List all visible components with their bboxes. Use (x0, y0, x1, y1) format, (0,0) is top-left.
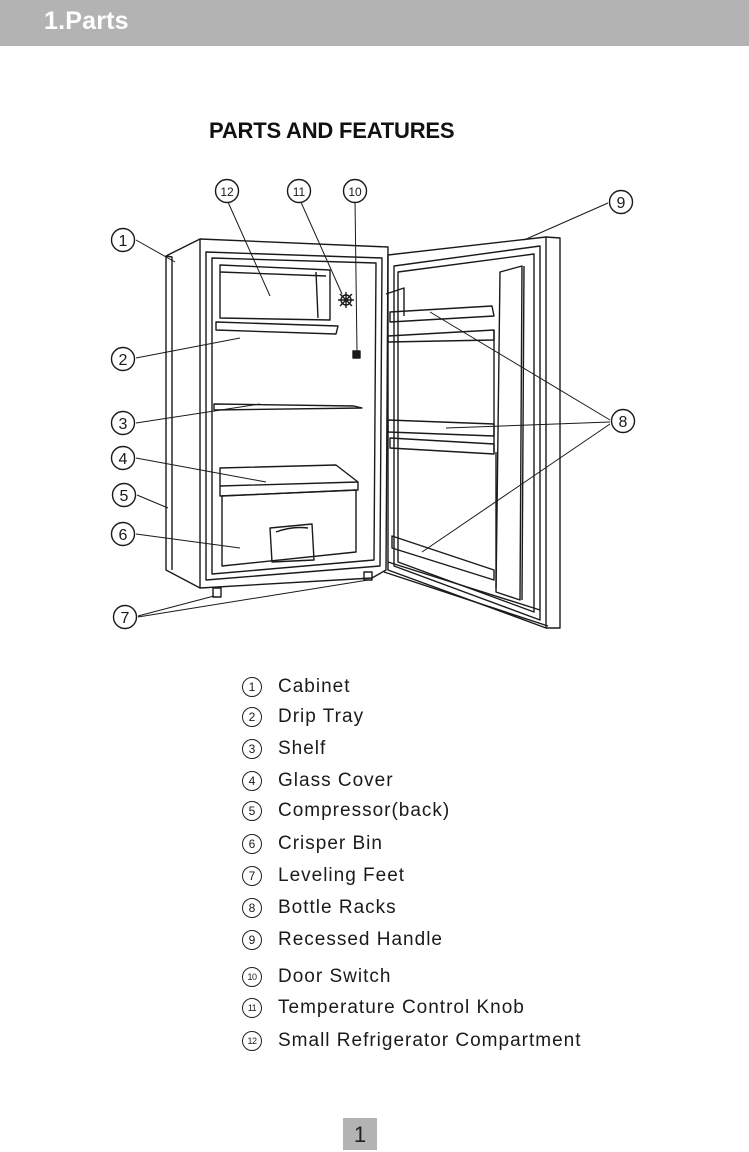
callout-4: 4 (112, 447, 135, 470)
legend-number: 4 (242, 771, 262, 791)
callout-6: 6 (112, 523, 135, 546)
legend-number: 1 (242, 677, 262, 697)
leader-10 (355, 200, 357, 352)
legend-label: Recessed Handle (278, 929, 443, 951)
legend-number: 11 (242, 998, 262, 1018)
legend-item: 9 Recessed Handle (242, 929, 443, 951)
leader-1 (136, 240, 175, 262)
leader-8a (430, 312, 610, 420)
legend-item: 2 Drip Tray (242, 706, 364, 728)
legend-item: 3 Shelf (242, 738, 326, 760)
callout-2: 2 (112, 348, 135, 371)
page-number: 1 (343, 1118, 377, 1150)
callout-9: 9 (610, 191, 633, 214)
leader-2 (136, 338, 240, 358)
drip-tray (216, 322, 338, 334)
legend-label: Temperature Control Knob (278, 997, 525, 1019)
callout-7: 7 (114, 606, 137, 629)
callout-1: 1 (112, 229, 135, 252)
legend-number: 8 (242, 898, 262, 918)
legend-item: 11 Temperature Control Knob (242, 997, 525, 1019)
leader-12 (228, 202, 270, 296)
legend-number: 5 (242, 801, 262, 821)
svg-text:5: 5 (120, 488, 129, 505)
legend-label: Door Switch (278, 966, 391, 988)
svg-text:1: 1 (119, 233, 128, 250)
legend-number: 9 (242, 930, 262, 950)
legend-item: 12 Small Refrigerator Compartment (242, 1030, 581, 1052)
legend-item: 4 Glass Cover (242, 770, 394, 792)
legend-item: 10 Door Switch (242, 966, 391, 988)
callout-10: 10 (344, 180, 367, 203)
legend-item: 6 Crisper Bin (242, 833, 383, 855)
glass-cover (220, 465, 358, 486)
door-rack-bottom (392, 536, 494, 580)
svg-text:11: 11 (293, 185, 306, 199)
refrigerator-diagram: 1 2 3 4 5 6 7 8 9 10 11 12 (0, 0, 749, 660)
legend-number: 12 (242, 1031, 262, 1051)
callout-12: 12 (216, 180, 239, 203)
legend-label: Shelf (278, 738, 326, 760)
legend-number: 2 (242, 707, 262, 727)
door-rack-middle (388, 420, 494, 436)
legend-label: Bottle Racks (278, 897, 397, 919)
leader-9 (524, 203, 608, 240)
shelf (214, 404, 362, 410)
svg-text:2: 2 (119, 352, 128, 369)
svg-text:7: 7 (121, 610, 130, 627)
svg-text:10: 10 (348, 185, 362, 199)
door-switch (353, 351, 360, 358)
leader-5 (137, 495, 168, 508)
callout-8: 8 (612, 410, 635, 433)
legend-number: 6 (242, 834, 262, 854)
svg-text:12: 12 (220, 185, 234, 199)
legend-number: 7 (242, 866, 262, 886)
legend-number: 3 (242, 739, 262, 759)
callout-5: 5 (113, 484, 136, 507)
leader-3 (136, 404, 260, 423)
legend-label: Leveling Feet (278, 865, 405, 887)
svg-text:6: 6 (119, 527, 128, 544)
leader-8c (422, 424, 610, 552)
legend-item: 8 Bottle Racks (242, 897, 397, 919)
legend-item: 5 Compressor(back) (242, 800, 450, 822)
svg-text:3: 3 (119, 416, 128, 433)
legend-label: Cabinet (278, 676, 351, 698)
leader-6 (136, 534, 240, 548)
legend-item: 1 Cabinet (242, 676, 351, 698)
legend-number: 10 (242, 967, 262, 987)
callout-3: 3 (112, 412, 135, 435)
svg-text:8: 8 (619, 414, 628, 431)
legend-label: Glass Cover (278, 770, 394, 792)
temperature-knob (338, 292, 354, 308)
legend-label: Small Refrigerator Compartment (278, 1030, 581, 1052)
legend-item: 7 Leveling Feet (242, 865, 405, 887)
callout-11: 11 (288, 180, 311, 203)
leveling-foot (213, 588, 221, 597)
leader-7a (138, 596, 214, 616)
leader-4 (136, 458, 266, 482)
svg-text:9: 9 (617, 195, 626, 212)
legend-label: Compressor(back) (278, 800, 450, 822)
legend-label: Crisper Bin (278, 833, 383, 855)
leader-11 (300, 200, 342, 294)
svg-text:4: 4 (119, 451, 128, 468)
legend-label: Drip Tray (278, 706, 364, 728)
